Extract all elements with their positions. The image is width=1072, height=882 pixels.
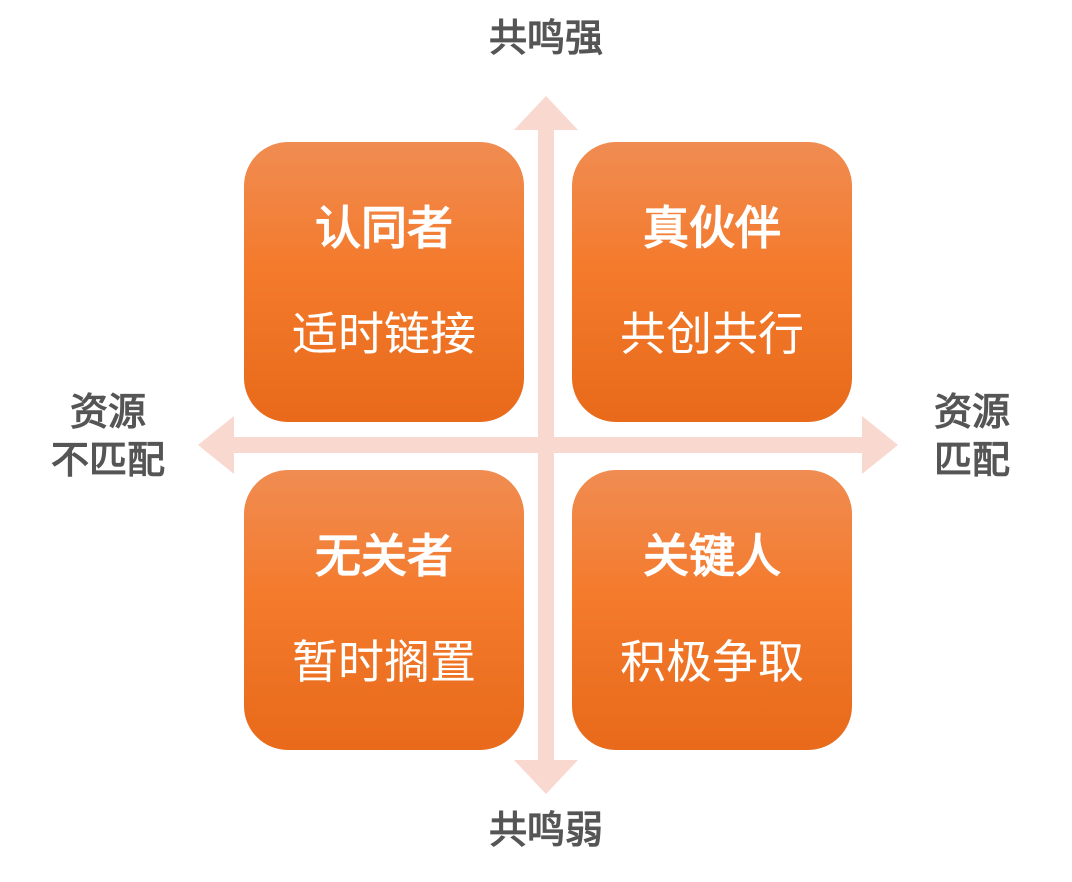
axis-label-top: 共鸣强 [436,14,656,62]
quadrant-top-right: 真伙伴 共创共行 [572,142,852,422]
quadrant-title: 认同者 [315,201,453,255]
axis-label-top-text: 共鸣强 [488,16,603,60]
left-arrow-icon [198,416,234,474]
axis-label-right-line2: 匹配 [933,438,1010,482]
axis-label-left-line2: 不匹配 [50,438,165,482]
quadrant-top-left: 认同者 适时链接 [244,142,524,422]
quadrant-bottom-right: 关键人 积极争取 [572,470,852,750]
quadrant-subtitle: 适时链接 [292,307,476,361]
axis-label-right: 资源 匹配 [892,388,1052,484]
quadrant-title: 真伙伴 [643,201,781,255]
axis-label-left-line1: 资源 [69,390,146,434]
right-arrow-icon [862,416,898,474]
quadrant-title: 无关者 [315,529,453,583]
quadrant-title: 关键人 [643,529,781,583]
up-arrow-icon [514,96,578,130]
axis-label-bottom: 共鸣弱 [436,806,656,854]
down-arrow-icon [514,760,578,794]
axis-label-left: 资源 不匹配 [28,388,188,484]
quadrant-subtitle: 暂时搁置 [292,635,476,689]
axis-label-right-line1: 资源 [933,390,1010,434]
quadrant-subtitle: 积极争取 [620,635,804,689]
horizontal-axis [232,437,868,453]
quadrant-bottom-left: 无关者 暂时搁置 [244,470,524,750]
axis-label-bottom-text: 共鸣弱 [488,808,603,852]
quadrant-subtitle: 共创共行 [620,307,804,361]
